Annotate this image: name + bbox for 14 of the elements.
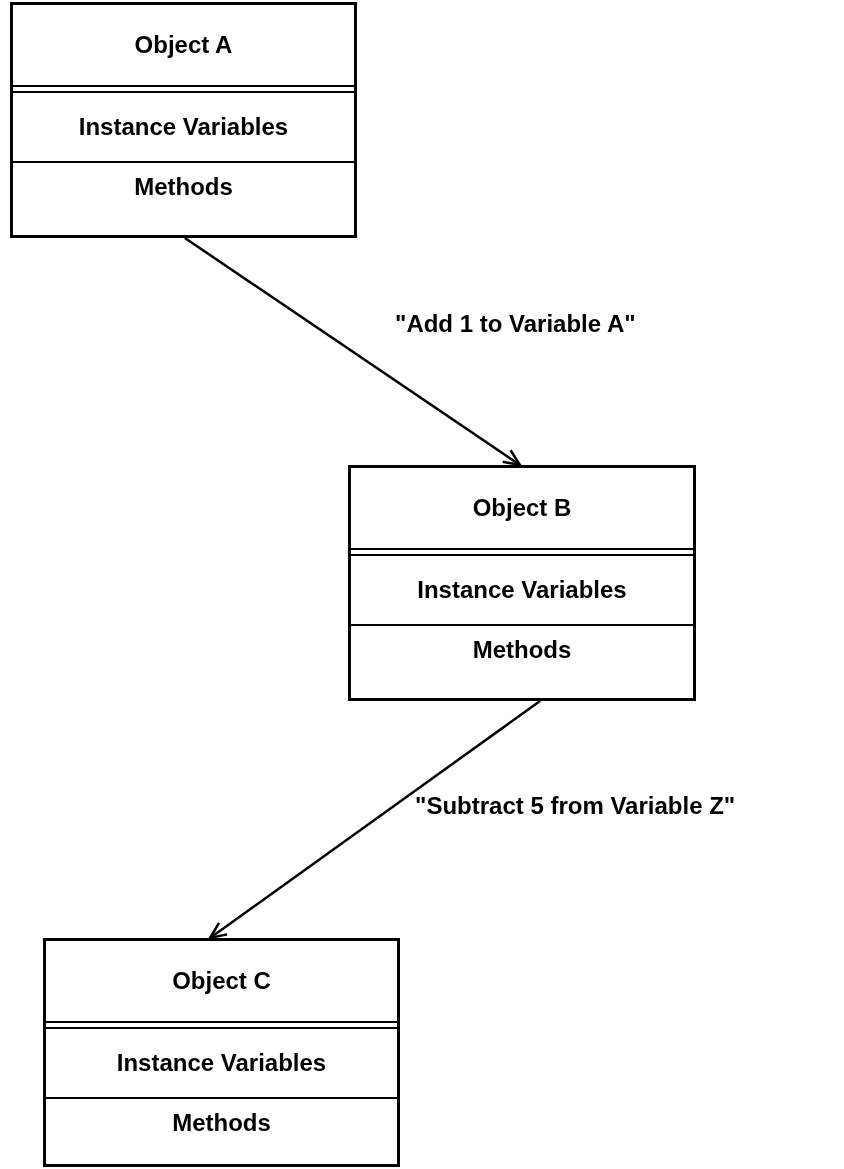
compartment-label: Methods: [472, 636, 572, 664]
class-box: [348, 465, 696, 701]
compartment-label: Instance Variables: [417, 576, 627, 604]
compartment-label: Methods: [172, 1109, 271, 1137]
compartment-label: Instance Variables: [116, 1049, 327, 1077]
compartment-label: Methods: [134, 173, 233, 201]
class-name: Object B: [472, 494, 572, 522]
arrow: [208, 700, 541, 940]
class-name: Object A: [134, 31, 233, 59]
arrow: [184, 236, 522, 467]
compartment-label: Instance Variables: [78, 113, 289, 141]
class-box: [43, 938, 400, 1167]
class-box: [10, 2, 357, 238]
class-name: Object C: [172, 967, 271, 995]
